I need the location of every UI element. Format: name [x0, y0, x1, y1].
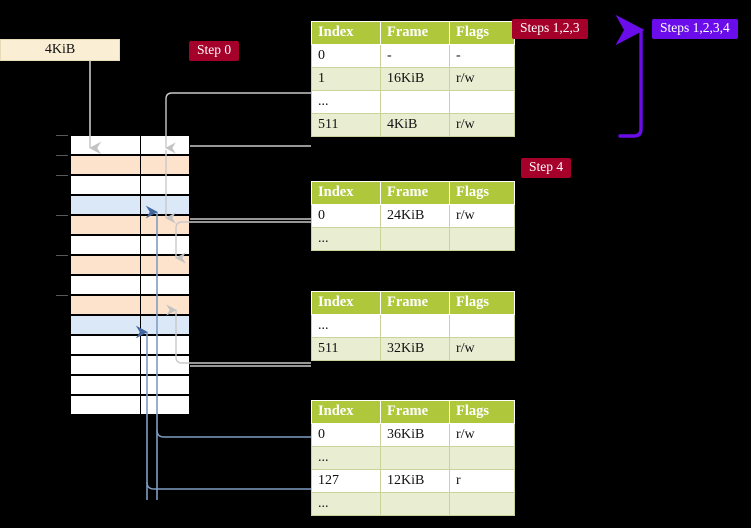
column-header: Index: [311, 400, 381, 424]
memory-frame-row: [70, 295, 190, 315]
table-cell: [380, 446, 450, 470]
column-header: Frame: [380, 21, 450, 45]
memory-grid-divider: [140, 135, 141, 415]
table-cell: 0: [311, 423, 381, 447]
table-row: ...: [311, 314, 515, 338]
column-header: Index: [311, 181, 381, 205]
memory-row-tick: [56, 295, 68, 296]
table-cell: 24KiB: [380, 204, 450, 228]
memory-row-tick: [56, 155, 68, 156]
column-header: Frame: [380, 291, 450, 315]
table-row: ...: [311, 446, 515, 470]
table-cell: [449, 314, 515, 338]
table-cell: 127: [311, 469, 381, 493]
badge-step-4: Step 4: [521, 158, 572, 178]
table-cell: ...: [311, 90, 381, 114]
table-cell: 0: [311, 44, 381, 68]
table-cell: 16KiB: [380, 67, 450, 91]
table-cell: 12KiB: [380, 469, 450, 493]
badge-step-0: Step 0: [189, 41, 240, 61]
memory-frame-row: [70, 175, 190, 195]
memory-row-tick: [56, 135, 68, 136]
table-cell: 1: [311, 67, 381, 91]
table-cell: 32KiB: [380, 337, 450, 361]
table-cell: 4KiB: [380, 113, 450, 137]
table-cell: r/w: [449, 113, 515, 137]
table-cell: r/w: [449, 204, 515, 228]
memory-frame-row: [70, 215, 190, 235]
memory-frame-row: [70, 255, 190, 275]
memory-frame-row: [70, 335, 190, 355]
table-cell: ...: [311, 227, 381, 251]
table-cell: -: [449, 44, 515, 68]
memory-row-tick: [56, 255, 68, 256]
table-cell: [380, 90, 450, 114]
column-header: Flags: [449, 181, 515, 205]
memory-frame-row: [70, 235, 190, 255]
badge-steps-1234: Steps 1,2,3,4: [652, 19, 738, 39]
table-cell: [449, 227, 515, 251]
table-cell: r/w: [449, 423, 515, 447]
wire-table3-to-frame: [166, 304, 311, 364]
memory-row-tick: [56, 215, 68, 216]
table-cell: r/w: [449, 337, 515, 361]
badge-steps-123: Steps 1,2,3: [512, 19, 588, 39]
table-row: 0--: [311, 44, 515, 68]
table-cell: r: [449, 469, 515, 493]
table-cell: 511: [311, 113, 381, 137]
column-header: Flags: [449, 291, 515, 315]
wire-blue-to-table4-row0: [156, 429, 311, 438]
table-cell: -: [380, 44, 450, 68]
table-cell: 511: [311, 337, 381, 361]
table-cell: [449, 446, 515, 470]
memory-frame-row: [70, 275, 190, 295]
bracket-purple: [615, 14, 645, 138]
table-cell: [449, 492, 515, 516]
table-cell: [380, 314, 450, 338]
memory-frame-row: [70, 395, 190, 415]
column-header: Flags: [449, 21, 515, 45]
table-cell: [380, 227, 450, 251]
table-row: ...: [311, 227, 515, 251]
wire-table2-to-frame: [175, 221, 311, 264]
table-cell: [449, 90, 515, 114]
wire-blue-to-table4-row127: [146, 481, 311, 490]
column-header: Frame: [380, 400, 450, 424]
memory-frame-row: [70, 315, 190, 335]
table-cell: 36KiB: [380, 423, 450, 447]
table-cell: ...: [311, 492, 381, 516]
table-cell: ...: [311, 314, 381, 338]
memory-frame-row: [70, 135, 190, 155]
memory-size-label: 4KiB: [0, 39, 120, 61]
memory-frame-row: [70, 155, 190, 175]
memory-frame-row: [70, 195, 190, 215]
table-cell: ...: [311, 446, 381, 470]
physical-memory-grid: [56, 135, 190, 415]
column-header: Frame: [380, 181, 450, 205]
table-row: ...: [311, 90, 515, 114]
column-header: Index: [311, 21, 381, 45]
table-cell: [380, 492, 450, 516]
memory-row-tick: [56, 175, 68, 176]
memory-frame-row: [70, 375, 190, 395]
table-row: ...: [311, 492, 515, 516]
memory-frame-row: [70, 355, 190, 375]
table-cell: r/w: [449, 67, 515, 91]
column-header: Index: [311, 291, 381, 315]
column-header: Flags: [449, 400, 515, 424]
table-cell: 0: [311, 204, 381, 228]
